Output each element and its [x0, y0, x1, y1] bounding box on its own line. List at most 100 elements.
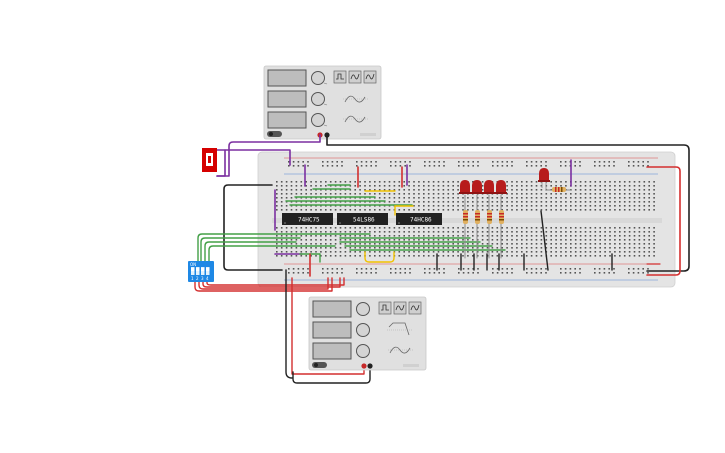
breadboard-hole[interactable]: [535, 272, 538, 274]
breadboard-hole[interactable]: [565, 247, 567, 249]
breadboard-hole[interactable]: [535, 201, 538, 203]
breadboard-hole[interactable]: [300, 231, 303, 233]
breadboard-hole[interactable]: [467, 247, 469, 249]
breadboard-hole[interactable]: [305, 247, 307, 249]
breadboard-hole[interactable]: [305, 185, 307, 187]
breadboard-hole[interactable]: [418, 243, 420, 245]
breadboard-hole[interactable]: [574, 209, 577, 211]
breadboard-hole[interactable]: [525, 239, 528, 241]
breadboard-hole[interactable]: [432, 197, 435, 199]
breadboard-hole[interactable]: [574, 165, 576, 167]
breadboard-hole[interactable]: [359, 189, 361, 191]
breadboard-hole[interactable]: [307, 268, 309, 270]
breadboard-hole[interactable]: [555, 231, 557, 233]
breadboard-hole[interactable]: [511, 255, 513, 257]
breadboard-hole[interactable]: [579, 205, 582, 207]
breadboard-hole[interactable]: [334, 197, 337, 199]
breadboard-hole[interactable]: [423, 227, 425, 229]
breadboard-hole[interactable]: [501, 231, 503, 233]
breadboard-hole[interactable]: [452, 209, 454, 211]
breadboard-hole[interactable]: [545, 201, 548, 203]
breadboard-hole[interactable]: [329, 247, 332, 249]
breadboard-hole[interactable]: [280, 255, 283, 257]
breadboard-hole[interactable]: [370, 161, 372, 163]
breadboard-hole[interactable]: [290, 247, 293, 249]
breadboard-hole[interactable]: [404, 268, 406, 270]
breadboard-hole[interactable]: [457, 235, 459, 237]
breadboard-hole[interactable]: [467, 227, 469, 229]
breadboard-hole[interactable]: [535, 243, 538, 245]
breadboard-hole[interactable]: [457, 197, 459, 199]
breadboard-hole[interactable]: [589, 255, 592, 257]
breadboard-hole[interactable]: [285, 189, 288, 191]
breadboard-hole[interactable]: [638, 209, 641, 211]
breadboard-hole[interactable]: [623, 197, 626, 199]
breadboard-hole[interactable]: [570, 231, 572, 233]
breadboard-hole[interactable]: [628, 272, 630, 274]
breadboard-hole[interactable]: [598, 272, 601, 274]
breadboard-hole[interactable]: [374, 201, 376, 203]
breadboard-hole[interactable]: [599, 209, 601, 211]
breadboard-hole[interactable]: [496, 201, 499, 203]
breadboard-hole[interactable]: [501, 251, 503, 253]
breadboard-hole[interactable]: [374, 243, 376, 245]
breadboard-hole[interactable]: [398, 255, 401, 257]
terminal-negative[interactable]: [367, 363, 373, 369]
breadboard-hole[interactable]: [364, 227, 366, 229]
breadboard-hole[interactable]: [447, 189, 450, 191]
breadboard-hole[interactable]: [476, 205, 479, 207]
breadboard-hole[interactable]: [418, 227, 420, 229]
breadboard-hole[interactable]: [369, 231, 371, 233]
breadboard-hole[interactable]: [492, 161, 494, 163]
breadboard-hole[interactable]: [295, 209, 298, 211]
breadboard-hole[interactable]: [354, 197, 356, 199]
breadboard-hole[interactable]: [280, 231, 283, 233]
breadboard-hole[interactable]: [491, 243, 494, 245]
breadboard-hole[interactable]: [457, 181, 459, 183]
breadboard-hole[interactable]: [603, 161, 606, 163]
breadboard-hole[interactable]: [276, 193, 278, 195]
breadboard-hole[interactable]: [354, 239, 356, 241]
breadboard-hole[interactable]: [383, 251, 386, 253]
breadboard-hole[interactable]: [438, 268, 440, 270]
breadboard-hole[interactable]: [325, 189, 327, 191]
breadboard-hole[interactable]: [619, 247, 621, 249]
breadboard-hole[interactable]: [530, 235, 533, 237]
breadboard-hole[interactable]: [521, 235, 523, 237]
breadboard-hole[interactable]: [496, 165, 499, 167]
breadboard-hole[interactable]: [574, 272, 576, 274]
breadboard-hole[interactable]: [574, 255, 577, 257]
breadboard-hole[interactable]: [390, 272, 392, 274]
breadboard-hole[interactable]: [457, 239, 459, 241]
breadboard-hole[interactable]: [329, 243, 332, 245]
breadboard-hole[interactable]: [579, 197, 582, 199]
breadboard-hole[interactable]: [369, 209, 371, 211]
breadboard-hole[interactable]: [375, 268, 377, 270]
breadboard-hole[interactable]: [579, 243, 582, 245]
breadboard-hole[interactable]: [320, 255, 322, 257]
breadboard-hole[interactable]: [457, 227, 459, 229]
breadboard-hole[interactable]: [437, 251, 440, 253]
breadboard-hole[interactable]: [491, 227, 494, 229]
breadboard-hole[interactable]: [599, 193, 601, 195]
breadboard-hole[interactable]: [447, 197, 450, 199]
breadboard-hole[interactable]: [525, 185, 528, 187]
breadboard-hole[interactable]: [452, 189, 454, 191]
breadboard-hole[interactable]: [492, 272, 494, 274]
breadboard-hole[interactable]: [427, 231, 430, 233]
breadboard-hole[interactable]: [300, 227, 303, 229]
breadboard-hole[interactable]: [320, 239, 322, 241]
breadboard-hole[interactable]: [579, 268, 581, 270]
breadboard-hole[interactable]: [433, 161, 436, 163]
breadboard-hole[interactable]: [467, 165, 470, 167]
breadboard-hole[interactable]: [320, 181, 322, 183]
breadboard-hole[interactable]: [589, 231, 592, 233]
breadboard-hole[interactable]: [398, 209, 401, 211]
breadboard-hole[interactable]: [579, 209, 582, 211]
breadboard-hole[interactable]: [437, 201, 440, 203]
breadboard-hole[interactable]: [280, 239, 283, 241]
breadboard-hole[interactable]: [472, 268, 474, 270]
breadboard-hole[interactable]: [398, 251, 401, 253]
breadboard-hole[interactable]: [349, 231, 352, 233]
breadboard-hole[interactable]: [423, 255, 425, 257]
